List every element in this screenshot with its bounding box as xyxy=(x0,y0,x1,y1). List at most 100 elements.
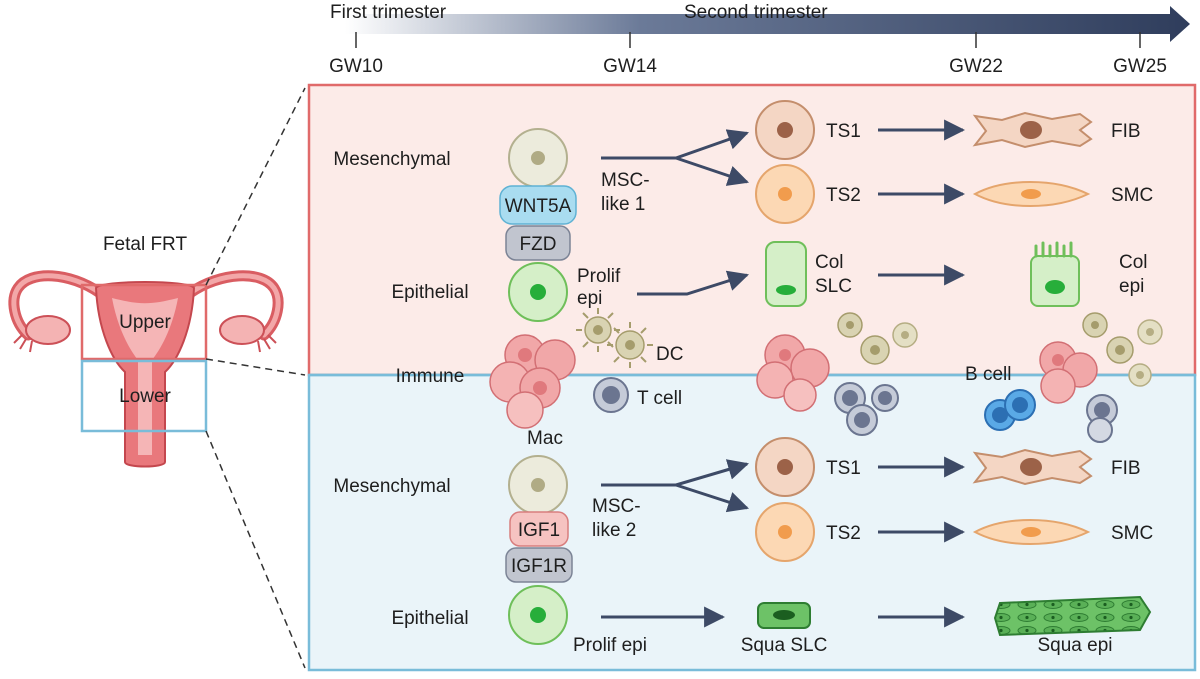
timeline: First trimester Second trimester GW10 GW… xyxy=(329,2,1190,77)
upper-epithelial-row: Epithelial Prolif epi Col SLC Col epi xyxy=(391,241,1148,322)
igf1r-label: IGF1R xyxy=(511,556,567,577)
col-epi-label-2: epi xyxy=(1119,276,1144,297)
lower-msc-label-2: like 2 xyxy=(592,520,636,541)
wnt5a-ligand xyxy=(499,185,577,225)
second-trimester-label: Second trimester xyxy=(684,2,828,23)
right-tube-inner xyxy=(187,273,281,338)
lower-prolif-label: Prolif epi xyxy=(573,635,647,656)
upper-ts2-nucleus xyxy=(778,187,792,201)
lower-msc-nucleus xyxy=(531,478,545,492)
tick-label-gw22: GW22 xyxy=(949,56,1003,77)
lower-mesenchymal-row: Mesenchymal IGF1 IGF1R MSC- like 2 TS1 T… xyxy=(333,437,1153,583)
lower-ts2-label: TS2 xyxy=(826,523,861,544)
upper-prolif-epi-nucleus xyxy=(530,284,546,300)
b-cells xyxy=(984,389,1036,431)
upper-fib-label: FIB xyxy=(1111,121,1141,142)
mac-label: Mac xyxy=(527,428,563,449)
lower-msc-label-1: MSC- xyxy=(592,496,641,517)
left-tube-inner xyxy=(11,273,103,338)
lower-ts2-nucleus xyxy=(778,525,792,539)
squa-slc-nucleus xyxy=(773,610,795,620)
timeline-arrow xyxy=(345,6,1190,42)
dendritic-cells-3 xyxy=(1082,312,1163,387)
upper-smc-nucleus xyxy=(1021,189,1041,199)
upper-prolif-to-colslc-arrow xyxy=(637,270,750,296)
lower-region-label: Lower xyxy=(119,386,171,407)
organ-title: Fetal FRT xyxy=(103,234,188,255)
t-cells-2 xyxy=(834,382,899,436)
b-cell-label: B cell xyxy=(965,364,1011,385)
squa-epi-sheet xyxy=(993,595,1152,637)
macrophage-cluster-2 xyxy=(756,334,830,412)
col-epi-nucleus xyxy=(1045,280,1065,294)
macrophage-cluster-1 xyxy=(489,334,576,429)
lower-smc-label: SMC xyxy=(1111,523,1153,544)
upper-epithelial-label: Epithelial xyxy=(391,282,468,303)
igf1r-receptor xyxy=(505,547,573,583)
dendritic-cells-2 xyxy=(837,312,918,365)
lower-prolif-epi-nucleus xyxy=(530,607,546,623)
right-fimbriae xyxy=(257,334,277,353)
uterus-lumen xyxy=(112,298,178,455)
tick-label-gw14: GW14 xyxy=(603,56,657,77)
lower-mesenchymal-label: Mesenchymal xyxy=(333,476,450,497)
col-slc-label-2: SLC xyxy=(815,276,852,297)
lower-ts1-nucleus xyxy=(777,459,793,475)
t-cells-3 xyxy=(1086,394,1118,443)
left-fimbriae xyxy=(13,334,33,353)
connector-lower-bottom xyxy=(205,430,306,669)
upper-msc-label-1: MSC- xyxy=(601,170,650,191)
col-slc-label-1: Col xyxy=(815,252,844,273)
lower-msc-to-ts2-arrow xyxy=(675,483,749,513)
fzd-label: FZD xyxy=(520,234,557,255)
lower-epithelial-label: Epithelial xyxy=(391,608,468,629)
lower-fib-nucleus xyxy=(1020,458,1042,476)
upper-prolif-label-2: epi xyxy=(577,288,602,309)
col-epi-cilia xyxy=(1034,241,1073,258)
immune-label: Immune xyxy=(396,366,465,387)
col-epi-label-1: Col xyxy=(1119,252,1148,273)
upper-smc-label: SMC xyxy=(1111,185,1153,206)
igf1-ligand xyxy=(509,511,569,547)
dc-label: DC xyxy=(656,344,683,365)
t-cell-label: T cell xyxy=(637,388,682,409)
col-slc-cell xyxy=(765,241,807,307)
squa-slc-label: Squa SLC xyxy=(741,635,828,656)
tick-label-gw25: GW25 xyxy=(1113,56,1167,77)
col-slc-nucleus xyxy=(776,285,796,295)
right-ovary xyxy=(219,315,265,345)
wnt5a-label: WNT5A xyxy=(505,196,572,217)
connector-upper-bottom xyxy=(205,358,306,376)
immune-row: Immune Mac DC T cell xyxy=(396,308,1163,449)
upper-ts1-nucleus xyxy=(777,122,793,138)
macrophage-cluster-3 xyxy=(1039,341,1098,404)
upper-msc-to-ts2-arrow xyxy=(675,156,749,186)
igf1-label: IGF1 xyxy=(518,520,560,541)
upper-region-box xyxy=(80,283,208,361)
upper-ts1-label: TS1 xyxy=(826,121,861,142)
lower-fib-label: FIB xyxy=(1111,458,1141,479)
left-ovary xyxy=(25,315,71,345)
connector-upper-top xyxy=(205,87,306,286)
lower-epithelial-row: Epithelial Prolif epi Squa SLC Squa epi xyxy=(391,585,1152,656)
uterus-illustration: Fetal FRT Upper Lower xyxy=(8,87,306,669)
fzd-receptor xyxy=(505,225,571,261)
tick-label-gw10: GW10 xyxy=(329,56,383,77)
upper-ts2-label: TS2 xyxy=(826,185,861,206)
lower-ts1-label: TS1 xyxy=(826,458,861,479)
upper-fib-nucleus xyxy=(1020,121,1042,139)
upper-mesenchymal-row: Mesenchymal WNT5A FZD MSC- like 1 TS1 TS… xyxy=(333,100,1153,261)
squa-epi-label: Squa epi xyxy=(1037,635,1112,656)
upper-msc-label-2: like 1 xyxy=(601,194,645,215)
upper-prolif-label-1: Prolif xyxy=(577,266,621,287)
dendritic-cells-1 xyxy=(576,308,653,368)
lower-region-box xyxy=(80,359,208,433)
first-trimester-label: First trimester xyxy=(330,2,447,23)
t-cell-1-nucleus xyxy=(602,386,620,404)
upper-region-label: Upper xyxy=(119,312,171,333)
upper-msc-nucleus xyxy=(531,151,545,165)
lower-smc-nucleus xyxy=(1021,527,1041,537)
upper-mesenchymal-label: Mesenchymal xyxy=(333,149,450,170)
